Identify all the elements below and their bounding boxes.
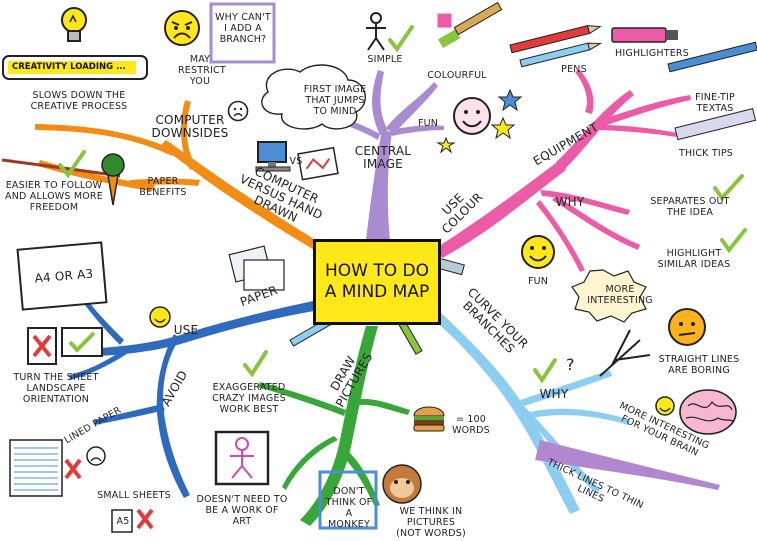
check-icon <box>58 150 86 179</box>
stick-figure-icon <box>366 12 386 51</box>
paper-benefits-label: PAPER BENEFITS <box>139 176 187 198</box>
cross-icon <box>27 327 57 365</box>
stick-drawing-icon <box>214 430 270 486</box>
fine-tip-label: FINE-TIP TEXTAS <box>695 92 735 114</box>
easier-label: EASIER TO FOLLOW AND ALLOWS MORE FREEDOM <box>5 180 103 213</box>
cross-icon <box>136 508 154 530</box>
thought-bubble <box>261 64 366 130</box>
paintbrush-icon <box>437 1 503 48</box>
exaggerated-label: EXAGGERATED CRAZY IMAGES WORK BEST <box>212 382 286 415</box>
carrot-icon <box>101 153 125 206</box>
hundred-words-label: = 100 WORDS <box>452 414 490 436</box>
slows-down-label: SLOWS DOWN THE CREATIVE PROCESS <box>30 90 128 112</box>
smiley-face-icon <box>149 306 171 328</box>
thick-tips-label: THICK TIPS <box>679 148 733 159</box>
straight-lines-label: STRAIGHT LINES ARE BORING <box>658 354 740 376</box>
fun-colour-label: FUN <box>527 276 549 287</box>
paper-sheets-icon <box>228 245 285 291</box>
vs-label: VS <box>289 156 303 167</box>
highlighters-label: HIGHLIGHTERS <box>615 48 689 59</box>
computer-icon <box>255 141 291 172</box>
star-icon <box>490 116 516 140</box>
straight-lines-icon <box>599 329 651 377</box>
burger-icon <box>413 406 445 432</box>
sad-face-icon <box>227 100 249 122</box>
a5-sheet-icon <box>111 509 133 533</box>
turn-sheet-label: TURN THE SHEET LANDSCAPE ORIENTATION <box>13 372 99 405</box>
drawing-icon <box>297 146 339 181</box>
lined-paper-icon <box>9 439 63 497</box>
simple-label: SIMPLE <box>367 54 403 65</box>
star-icon <box>497 88 523 112</box>
monkey-icon <box>382 464 422 504</box>
small-sheets-label: SMALL SHEETS <box>97 490 171 501</box>
creativity-loading-label: CREATIVITY LOADING ... <box>8 61 136 74</box>
fun-label: FUN <box>417 118 439 129</box>
smiley-face-icon <box>521 235 555 269</box>
sad-face-icon <box>86 446 106 466</box>
we-think-label: WE THINK IN PICTURES (NOT WORDS) <box>396 506 466 539</box>
why-cant-label: WHY CAN'T I ADD A BRANCH? <box>215 12 271 45</box>
separates-label: SEPARATES OUT THE IDEA <box>650 196 730 218</box>
branch-speech-frame <box>209 2 276 64</box>
thick-to-thin-line <box>535 440 720 490</box>
highlighter-icon <box>611 27 678 43</box>
highlight-similar-label: HIGHLIGHT SIMILAR IDEAS <box>657 248 731 270</box>
check-icon <box>533 358 557 384</box>
may-restrict-label: MAY RESTRICT YOU <box>178 54 226 87</box>
pencil-icon <box>509 25 602 54</box>
burst-icon <box>571 269 647 323</box>
texta-icon <box>667 41 757 73</box>
check-icon <box>243 350 268 378</box>
dont-think-label: DON'T THINK OF A MONKEY <box>325 486 373 530</box>
branch-use-colour <box>436 70 691 272</box>
branch-central-image <box>320 70 444 240</box>
why-label: WHY <box>555 195 585 209</box>
computer-downsides-label: COMPUTER DOWNSIDES <box>151 113 229 140</box>
colourful-label: COLOURFUL <box>427 70 487 81</box>
creativity-loading-bar: CREATIVITY LOADING ... <box>2 55 148 80</box>
question-mark: ? <box>566 355 575 374</box>
check-icon <box>720 228 747 254</box>
center-title: HOW TO DO A MIND MAP <box>324 261 430 302</box>
brain-icon <box>679 389 737 435</box>
curve-why-label: WHY <box>539 387 569 401</box>
check-icon <box>61 327 103 357</box>
check-icon <box>388 25 414 53</box>
branch-draw <box>258 326 410 526</box>
happy-face-icon <box>453 97 491 135</box>
pencil-icon <box>519 42 603 68</box>
confused-face-icon <box>668 308 706 346</box>
star-icon <box>436 136 456 154</box>
light-bulb-icon <box>61 7 87 42</box>
more-interesting-label: MORE INTERESTING <box>587 284 653 306</box>
monkey-speech-frame <box>318 470 378 530</box>
use-label: USE <box>173 323 199 337</box>
branch-paper <box>69 300 320 498</box>
worried-face-icon <box>164 10 200 46</box>
pens-label: PENS <box>561 64 587 75</box>
not-work-of-art-label: DOESN'T NEED TO BE A WORK OF ART <box>196 494 288 527</box>
check-icon <box>713 174 744 202</box>
a5-label: A5 <box>116 516 130 527</box>
texta-icon <box>674 108 757 141</box>
central-image-label: CENTRAL IMAGE <box>354 144 412 171</box>
a4-sheet-icon <box>16 241 108 311</box>
first-image-label: FIRST IMAGE THAT JUMPS TO MIND <box>303 84 367 117</box>
center-title-box: HOW TO DO A MIND MAP <box>313 239 441 325</box>
smiley-face-icon <box>655 396 675 416</box>
cross-icon <box>64 458 82 480</box>
